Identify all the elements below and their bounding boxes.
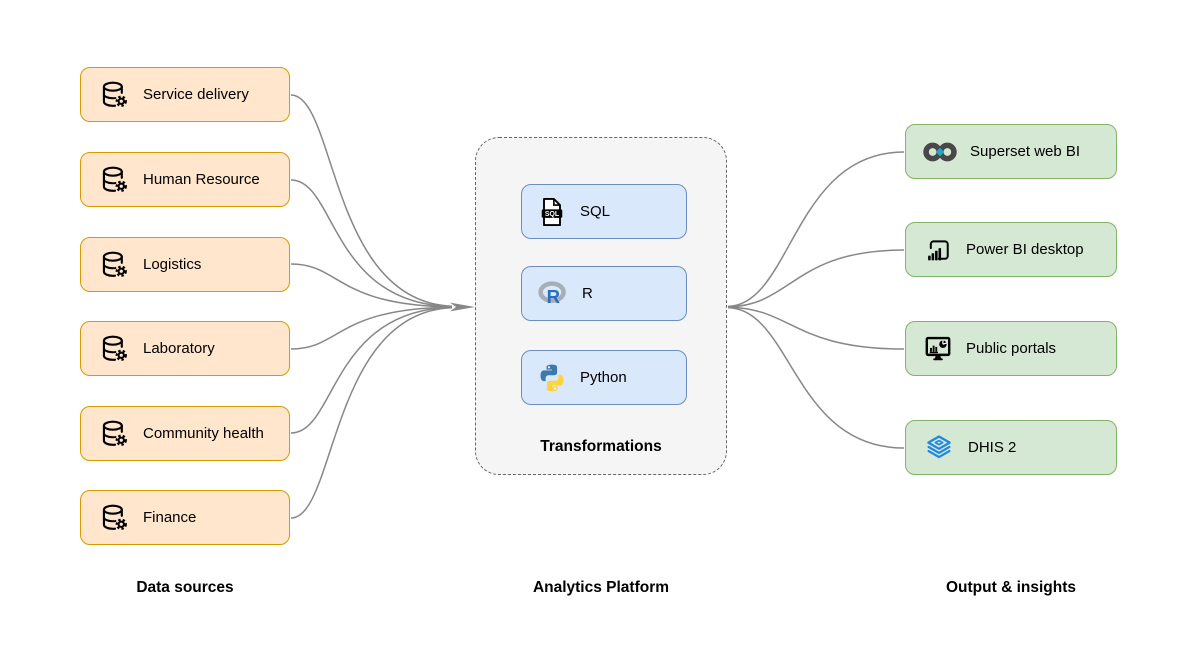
database-gear-icon [99, 79, 131, 111]
node-label: Logistics [143, 256, 202, 273]
python-logo-icon [536, 362, 568, 394]
platform-node-r: R R [521, 266, 687, 321]
source-node-service-delivery: Service delivery [80, 67, 290, 122]
platform-node-python: Python [521, 350, 687, 405]
svg-text:R: R [547, 285, 561, 306]
node-label: Finance [143, 509, 197, 526]
source-node-logistics: Logistics [80, 237, 290, 292]
dhis2-logo-icon [922, 432, 956, 464]
node-label: SQL [580, 203, 611, 220]
output-node-superset: Superset web BI [905, 124, 1117, 179]
database-gear-icon [99, 418, 131, 450]
source-node-finance: Finance [80, 490, 290, 545]
sql-file-icon: SQL [536, 196, 568, 228]
heading-output-insights: Output & insights [945, 579, 1076, 596]
node-label: R [582, 285, 593, 302]
source-node-human-resource: Human Resource [80, 152, 290, 207]
node-label: DHIS 2 [968, 439, 1017, 456]
node-label: Python [580, 369, 627, 386]
edge-human-resource [290, 179, 453, 308]
edge-dhis2 [727, 306, 905, 449]
svg-text:SQL: SQL [545, 210, 560, 217]
node-label: Human Resource [143, 171, 260, 188]
r-logo-icon: R [536, 278, 570, 310]
database-gear-icon [99, 333, 131, 365]
database-gear-icon [99, 502, 131, 534]
edge-service-delivery [290, 94, 453, 307]
node-label: Power BI desktop [966, 241, 1084, 258]
source-node-laboratory: Laboratory [80, 321, 290, 376]
edge-superset [727, 151, 905, 308]
platform-node-sql: SQL SQL [521, 184, 687, 239]
database-gear-icon [99, 164, 131, 196]
edge-laboratory [290, 306, 453, 350]
heading-data-sources: Data sources [136, 579, 234, 596]
output-node-public-portals: Public portals [905, 321, 1117, 376]
output-node-powerbi: Power BI desktop [905, 222, 1117, 277]
edge-logistics [290, 263, 453, 308]
edge-portals [727, 306, 905, 350]
output-node-dhis2: DHIS 2 [905, 420, 1117, 475]
node-label: Public portals [966, 340, 1057, 357]
edge-powerbi [727, 249, 905, 308]
powerbi-logo-icon [922, 234, 954, 266]
superset-logo-icon [922, 139, 958, 165]
transformations-label: Transformations [540, 438, 662, 455]
edge-finance [290, 307, 453, 519]
public-portals-monitor-icon [922, 333, 954, 365]
edge-community-health [290, 306, 453, 434]
node-label: Service delivery [143, 86, 249, 103]
database-gear-icon [99, 249, 131, 281]
node-label: Community health [143, 425, 264, 442]
heading-analytics-platform: Analytics Platform [532, 579, 670, 596]
right-arrowhead [450, 302, 475, 312]
node-label: Superset web BI [970, 143, 1081, 160]
source-node-community-health: Community health [80, 406, 290, 461]
node-label: Laboratory [143, 340, 215, 357]
